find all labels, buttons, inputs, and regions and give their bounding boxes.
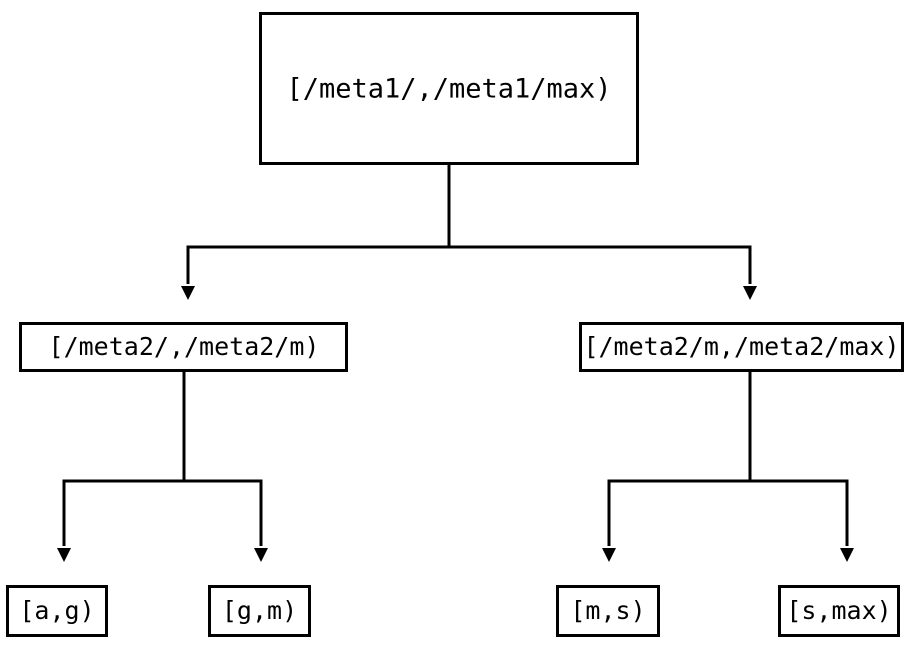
arrowhead-icon	[602, 548, 616, 562]
edge-mid-left-leaf-1-path	[62, 372, 186, 546]
tree-node-mid-right-box[interactable]	[579, 322, 904, 372]
tree-node-leaf-3[interactable]: [m,s)	[556, 585, 660, 637]
tree-node-root[interactable]: [/meta1/,/meta1/max)	[259, 12, 639, 165]
tree-node-leaf-2[interactable]: [g,m)	[208, 585, 311, 637]
edge-root-to-mid-right	[449, 245, 757, 300]
tree-node-leaf-3-box[interactable]	[556, 585, 660, 637]
edge-mid-left-to-leaf-2	[184, 479, 268, 562]
arrowhead-icon	[254, 548, 268, 562]
tree-node-leaf-1-label: [a,g)	[19, 596, 94, 625]
arrowhead-icon	[57, 548, 71, 562]
tree-node-leaf-4-label: [s,max)	[786, 596, 891, 625]
tree-node-mid-left[interactable]: [/meta2/,/meta2/m)	[19, 322, 348, 372]
tree-node-mid-right[interactable]: [/meta2/m,/meta2/max)	[579, 322, 904, 372]
tree-node-leaf-1-box[interactable]	[6, 585, 108, 637]
tree-node-leaf-2-box[interactable]	[208, 585, 311, 637]
edge-mid-left-leaf-2-path	[184, 479, 263, 546]
arrowhead-icon	[743, 286, 757, 300]
edge-root-mid-left-path	[186, 165, 451, 284]
edge-mid-left-to-leaf-1	[57, 372, 186, 562]
tree-node-root-box[interactable]	[259, 12, 639, 165]
tree-node-leaf-1[interactable]: [a,g)	[6, 585, 108, 637]
arrowhead-icon	[181, 286, 195, 300]
tree-node-leaf-3-label: [m,s)	[570, 596, 645, 625]
tree-node-leaf-4[interactable]: [s,max)	[778, 585, 900, 637]
tree-node-mid-left-box[interactable]	[19, 322, 348, 372]
tree-node-root-label: [/meta1/,/meta1/max)	[286, 74, 611, 105]
edge-mid-right-to-leaf-3	[602, 372, 752, 562]
edge-mid-right-to-leaf-4	[750, 479, 854, 562]
edge-root-to-mid-left	[181, 165, 451, 300]
tree-node-mid-left-label: [/meta2/,/meta2/m)	[49, 332, 320, 361]
edge-mid-right-leaf-3-path	[607, 372, 752, 546]
tree-node-leaf-4-box[interactable]	[778, 585, 900, 637]
tree-node-leaf-2-label: [g,m)	[222, 596, 297, 625]
tree-node-mid-right-label: [/meta2/m,/meta2/max)	[583, 332, 899, 361]
arrowhead-icon	[840, 548, 854, 562]
edge-mid-right-leaf-4-path	[750, 479, 849, 546]
edge-root-mid-right-path	[449, 245, 752, 284]
